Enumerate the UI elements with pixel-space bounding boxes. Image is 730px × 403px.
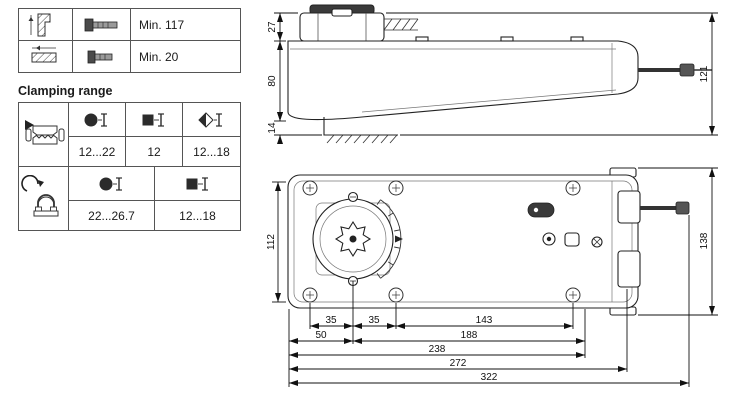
- shaft-long-icon: [19, 9, 73, 41]
- control-details: [527, 202, 603, 248]
- clamp-screw: [347, 191, 359, 203]
- round-shaft-icon: [69, 167, 155, 201]
- dim-total-width: 138: [699, 232, 710, 249]
- anti-rotation-bracket: [323, 117, 398, 144]
- top-view-dimensions: 112 138 35 35 143 50 188 238 272 322: [266, 167, 718, 387]
- dim-hole-span: 143: [476, 315, 493, 326]
- range-square: 12: [126, 137, 183, 167]
- top-view-drawing: 112 138 35 35 143 50 188 238 272 322: [266, 167, 718, 387]
- diamond-shaft-icon: [183, 103, 241, 137]
- shaft-short-icon: [19, 41, 73, 73]
- u-bolt-clamp-icon: [19, 167, 69, 231]
- min-shaft-length-value: Min. 117: [131, 9, 241, 41]
- range-diamond: 12...18: [183, 137, 241, 167]
- dim-272: 272: [450, 358, 467, 369]
- clamping-range-title: Clamping range: [18, 84, 113, 98]
- dim-clamp-offset: 50: [315, 330, 327, 341]
- dim-clamp-height: 27: [267, 21, 278, 33]
- dim-238: 238: [429, 344, 446, 355]
- mounting-holes: [302, 180, 581, 303]
- shaft-pin-short-icon: [73, 41, 131, 73]
- range-round-ubolt: 22...26.7: [69, 201, 155, 231]
- mounting-hole: [302, 287, 318, 303]
- actuator-body-side: [287, 36, 639, 121]
- housing-screw: [591, 236, 603, 248]
- mounting-hole: [388, 180, 404, 196]
- mounting-hole: [388, 287, 404, 303]
- clamping-table-group1: 12...22 12 12...18: [18, 102, 241, 167]
- range-square-ubolt: 12...18: [155, 201, 241, 231]
- dim-foot-height: 14: [267, 122, 278, 134]
- dim-body-width: 112: [266, 234, 277, 250]
- manual-release-button: [527, 202, 555, 218]
- adapter-socket: [564, 232, 580, 247]
- dim-hole-pitch-left: 35: [325, 315, 337, 326]
- dim-total-length: 322: [481, 372, 498, 383]
- mounting-hole: [565, 287, 581, 303]
- shaft-requirements-table: Min. 117 Min. 20: [18, 8, 241, 73]
- square-shaft-icon: [126, 103, 183, 137]
- shaft-clamp-top: [312, 191, 403, 287]
- round-shaft-icon: [69, 103, 126, 137]
- shaft-pin-long-icon: [73, 9, 131, 41]
- dim-hole-pitch-right: 35: [368, 315, 380, 326]
- mounting-hole: [565, 180, 581, 196]
- side-view-drawing: 27 80 14 121: [267, 4, 718, 144]
- mounting-hole: [302, 180, 318, 196]
- dim-188: 188: [461, 330, 478, 341]
- connection-cable-top: [640, 201, 690, 215]
- square-shaft-icon: [155, 167, 241, 201]
- range-round: 12...22: [69, 137, 126, 167]
- standard-clamp-icon: [19, 103, 69, 167]
- dim-total-height: 121: [699, 65, 710, 82]
- position-pointer: [395, 235, 403, 243]
- dim-body-height: 80: [267, 75, 278, 87]
- side-view-dimensions: 27 80 14 121: [267, 12, 718, 144]
- min-stub-length-value: Min. 20: [131, 41, 241, 73]
- shaft-clamp-side: [299, 4, 385, 42]
- damper-shaft-hatch: [383, 18, 419, 31]
- clamping-table-group2: 22...26.7 12...18: [18, 166, 241, 231]
